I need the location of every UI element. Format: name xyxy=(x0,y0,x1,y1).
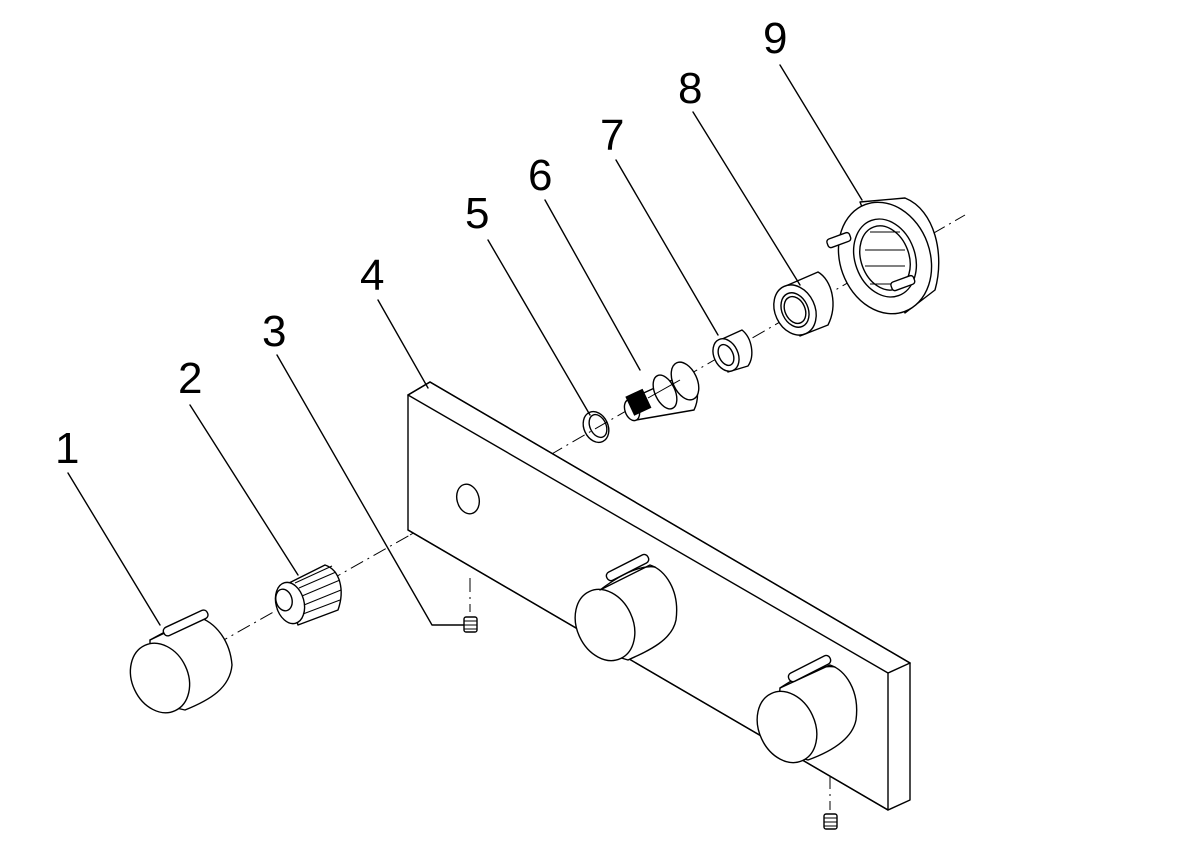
spline-adapter xyxy=(274,564,342,626)
part-label-9: 9 xyxy=(763,14,787,63)
cartridge xyxy=(623,361,700,422)
o-ring xyxy=(582,410,610,444)
leader-line-2 xyxy=(189,404,299,576)
leader-line-5 xyxy=(487,239,591,416)
leader-line-7 xyxy=(615,159,719,336)
hex-nut xyxy=(773,271,834,337)
leader-line-6 xyxy=(544,199,641,371)
part-label-1: 1 xyxy=(55,424,79,473)
handle-right xyxy=(756,654,858,764)
leader-line-9 xyxy=(779,64,863,201)
handle-middle xyxy=(574,553,678,662)
part-label-2: 2 xyxy=(178,354,202,403)
part-label-4: 4 xyxy=(360,251,384,300)
leader-line-8 xyxy=(692,111,801,286)
retaining-ring xyxy=(712,329,753,373)
part-label-7: 7 xyxy=(600,111,624,160)
part-label-8: 8 xyxy=(678,64,702,113)
leader-line-1 xyxy=(67,472,161,626)
part-label-5: 5 xyxy=(465,189,489,238)
leader-line-3 xyxy=(276,354,465,626)
grub-screw-left xyxy=(463,616,478,633)
part-label-6: 6 xyxy=(528,151,552,200)
grub-screw-right xyxy=(823,813,838,830)
mounting-flange xyxy=(826,197,940,315)
handle-front xyxy=(129,609,233,714)
leader-line-4 xyxy=(377,299,429,389)
part-label-3: 3 xyxy=(262,307,286,356)
